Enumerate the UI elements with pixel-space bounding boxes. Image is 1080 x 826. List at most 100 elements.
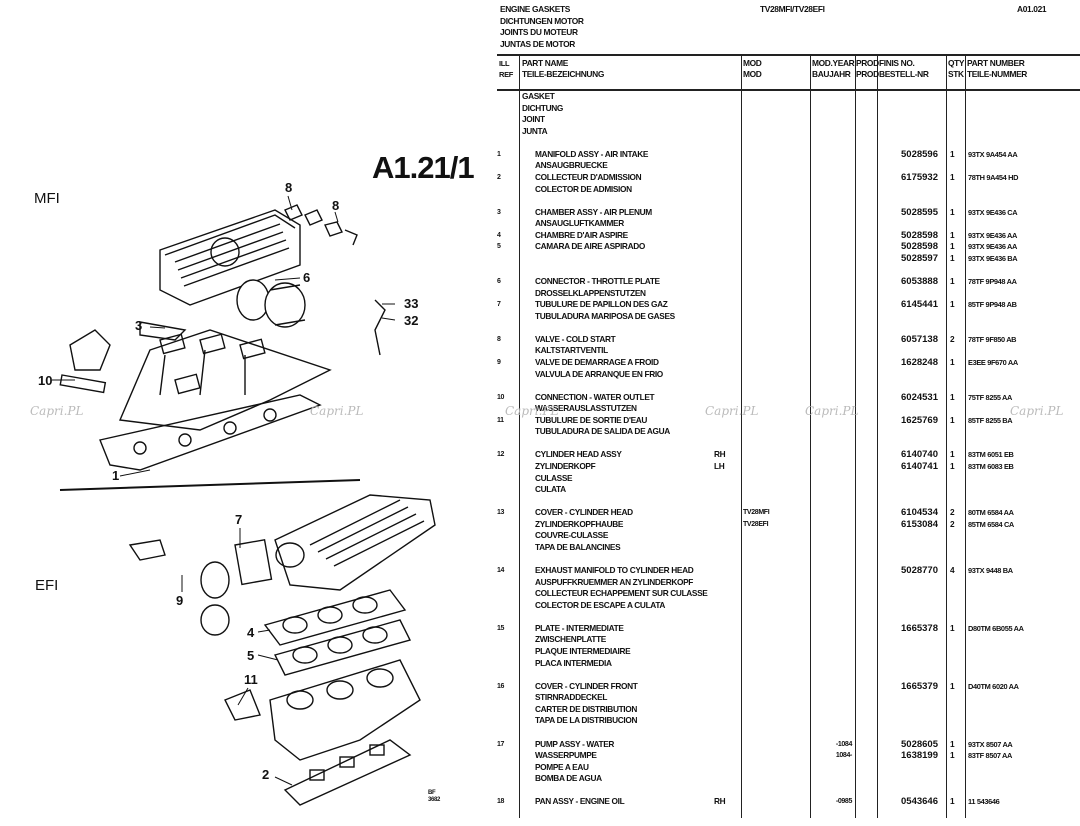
- part-name: CULASSE: [535, 472, 573, 483]
- title-fr: JOINTS DU MOTEUR: [500, 27, 578, 38]
- part-name: MANIFOLD ASSY - AIR INTAKE: [535, 148, 649, 159]
- mod-year: -1084: [835, 740, 853, 748]
- part-name: PAN ASSY - ENGINE OIL: [535, 796, 625, 807]
- watermark: Capri.PL: [1010, 404, 1064, 418]
- quantity: 2: [950, 507, 955, 518]
- part-name: EXHAUST MANIFOLD TO CYLINDER HEAD: [535, 565, 694, 576]
- finis-number: 6140740: [901, 449, 938, 461]
- throttle-body-drawing: [236, 279, 306, 328]
- part-name: CONNECTION - WATER OUTLET: [535, 391, 655, 402]
- part-number: D40TM 6020 AA: [968, 681, 1019, 691]
- callout-8: 8: [332, 198, 340, 213]
- drawing-code-prefix: BF: [428, 790, 436, 796]
- table-row: BOMBA DE AGUA: [0, 773, 1080, 785]
- finis-number: 5028597: [901, 252, 938, 264]
- finis-number: 6140741: [901, 461, 938, 472]
- exploded-parts-diagram: [52, 195, 436, 806]
- table-row: COLECTOR DE ESCAPE A CULATA: [0, 600, 1080, 612]
- title-en: ENGINE GASKETS: [500, 4, 571, 14]
- quantity: 1: [950, 738, 955, 749]
- part-number: 85TF 8255 BA: [968, 415, 1013, 425]
- watermark: Capri.PL: [805, 404, 859, 418]
- callout-2: 2: [262, 767, 270, 782]
- figure-id: A1.21/1: [372, 150, 475, 185]
- finis-number: 1628248: [901, 356, 938, 368]
- part-name: WASSERAUSLASSTUTZEN: [535, 403, 637, 414]
- side: LH: [714, 461, 725, 471]
- table-row: TUBULADURA DE SALIDA DE AGUA: [0, 426, 1080, 438]
- part-name: TUBULADURA DE SALIDA DE AGUA: [535, 426, 670, 437]
- part-number: 83TM 6083 EB: [968, 462, 1014, 471]
- table-row: PLACA INTERMEDIA: [0, 658, 1080, 670]
- model-designation: TV28MFI/TV28EFI: [760, 4, 825, 14]
- table-row: TUBULADURA MARIPOSA DE GASES: [0, 311, 1080, 323]
- table-row: JOINT: [0, 114, 1080, 126]
- ill-ref: 10: [497, 393, 505, 401]
- callout-10: 10: [38, 373, 53, 388]
- catalog-section-title: ENGINE GASKETS DICHTUNGEN MOTOR JOINTS D…: [500, 4, 584, 50]
- finis-number: 5028605: [901, 738, 938, 750]
- part-name: JUNTA: [522, 125, 548, 136]
- part-number: 93TX 9E436 AA: [968, 242, 1017, 252]
- side: RH: [714, 449, 726, 460]
- watermark: Capri.PL: [310, 404, 364, 418]
- ill-ref: 3: [497, 208, 501, 216]
- table-row: JUNTA: [0, 126, 1080, 138]
- table-row: TAPA DE LA DISTRIBUCION: [0, 715, 1080, 727]
- part-name: CHAMBRE D'AIR ASPIRE: [535, 229, 628, 240]
- part-name: ANSAUGLUFTKAMMER: [535, 218, 624, 229]
- finis-number: 0543646: [901, 796, 938, 808]
- col-qty-de: STK: [948, 69, 964, 79]
- table-header-rule: [497, 89, 1080, 91]
- ill-ref: 12: [497, 451, 505, 459]
- callout-4: 4: [247, 625, 255, 640]
- finis-number: 1665379: [901, 680, 938, 692]
- section-divider: [59, 479, 361, 491]
- table-row: COUVRE-CULASSE: [0, 530, 1080, 542]
- part-number: 85TM 6584 CA: [968, 519, 1014, 529]
- part-number: 93TX 9A454 AA: [968, 149, 1018, 159]
- ill-ref: 2: [497, 173, 501, 181]
- watermark: Capri.PL: [505, 404, 559, 418]
- part-number: 93TX 9448 BA: [968, 566, 1013, 576]
- part-name: COLLECTEUR ECHAPPEMENT SUR CULASSE: [535, 588, 708, 599]
- part-name: CONNECTOR - THROTTLE PLATE: [535, 276, 660, 286]
- part-name: DROSSELKLAPPENSTUTZEN: [535, 287, 646, 298]
- part-number: 78TH 9A454 HD: [968, 172, 1019, 182]
- part-name: GASKET: [522, 91, 555, 101]
- callout-7: 7: [235, 512, 243, 527]
- exhaust-gasket-5-drawing: [273, 619, 412, 676]
- part-number: 83TM 6051 EB: [968, 450, 1014, 460]
- ill-ref: 18: [497, 798, 505, 806]
- sensor-drawing: [128, 539, 166, 561]
- col-part-number: PART NUMBER: [967, 58, 1025, 68]
- quantity: 1: [950, 796, 955, 807]
- col-mod-year: MOD.YEAR: [812, 58, 855, 68]
- ill-ref: 1: [497, 150, 501, 158]
- quantity: 1: [950, 276, 955, 286]
- intermediate-plate-drawing: [283, 739, 412, 806]
- section-label-efi: EFI: [35, 577, 59, 594]
- quantity: 1: [950, 449, 955, 460]
- part-number: E3EE 9F670 AA: [968, 357, 1018, 367]
- part-number: 78TF 9F850 AB: [968, 334, 1017, 344]
- callout-9: 9: [176, 593, 184, 608]
- part-name: TAPA DE BALANCINES: [535, 541, 621, 552]
- part-name: BOMBA DE AGUA: [535, 773, 602, 784]
- ill-ref: 17: [497, 740, 505, 748]
- column-divider: [877, 56, 878, 818]
- cylinder-head-cover-drawing: [274, 494, 436, 591]
- finis-number: 5028598: [901, 241, 938, 253]
- quantity: 1: [950, 680, 955, 691]
- table-row: DICHTUNG: [0, 103, 1080, 115]
- ill-ref: 5: [497, 243, 501, 251]
- callout-11: 11: [244, 672, 258, 687]
- table-row: CARTER DE DISTRIBUTION: [0, 704, 1080, 716]
